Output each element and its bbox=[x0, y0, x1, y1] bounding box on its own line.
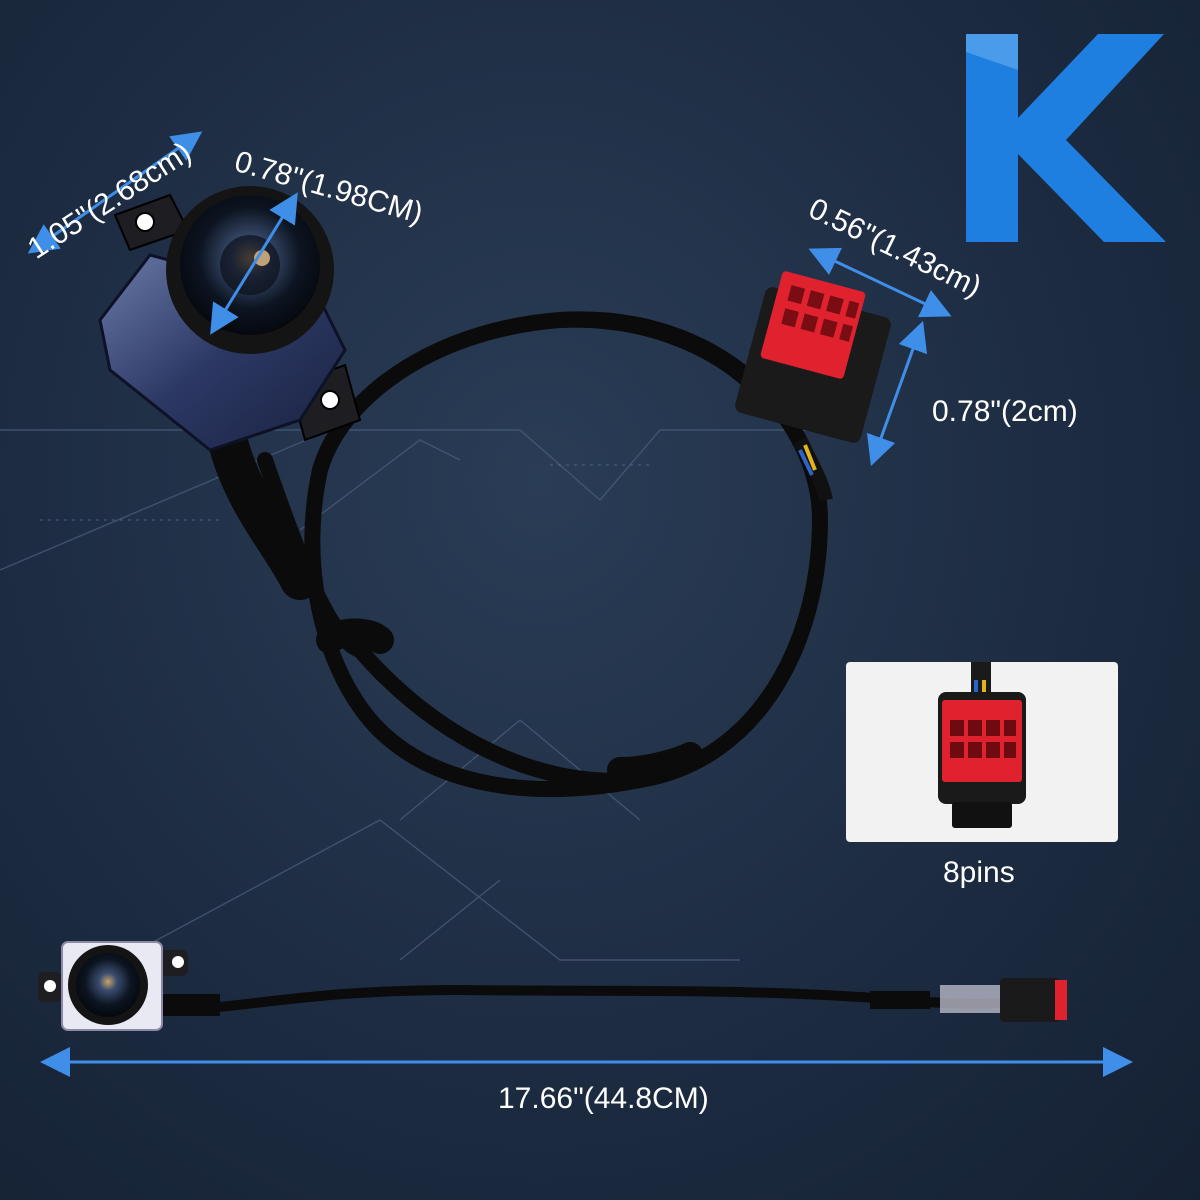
total-length-label: 17.66"(44.8CM) bbox=[498, 1082, 709, 1115]
camera-full-length bbox=[38, 941, 1067, 1031]
camera-main bbox=[98, 186, 362, 452]
connector-closeup bbox=[938, 662, 1026, 828]
connector-height-label: 0.78"(2cm) bbox=[932, 395, 1078, 428]
connector-inset bbox=[846, 662, 1118, 842]
connector-main bbox=[735, 271, 891, 502]
pins-label: 8pins bbox=[943, 856, 1015, 889]
